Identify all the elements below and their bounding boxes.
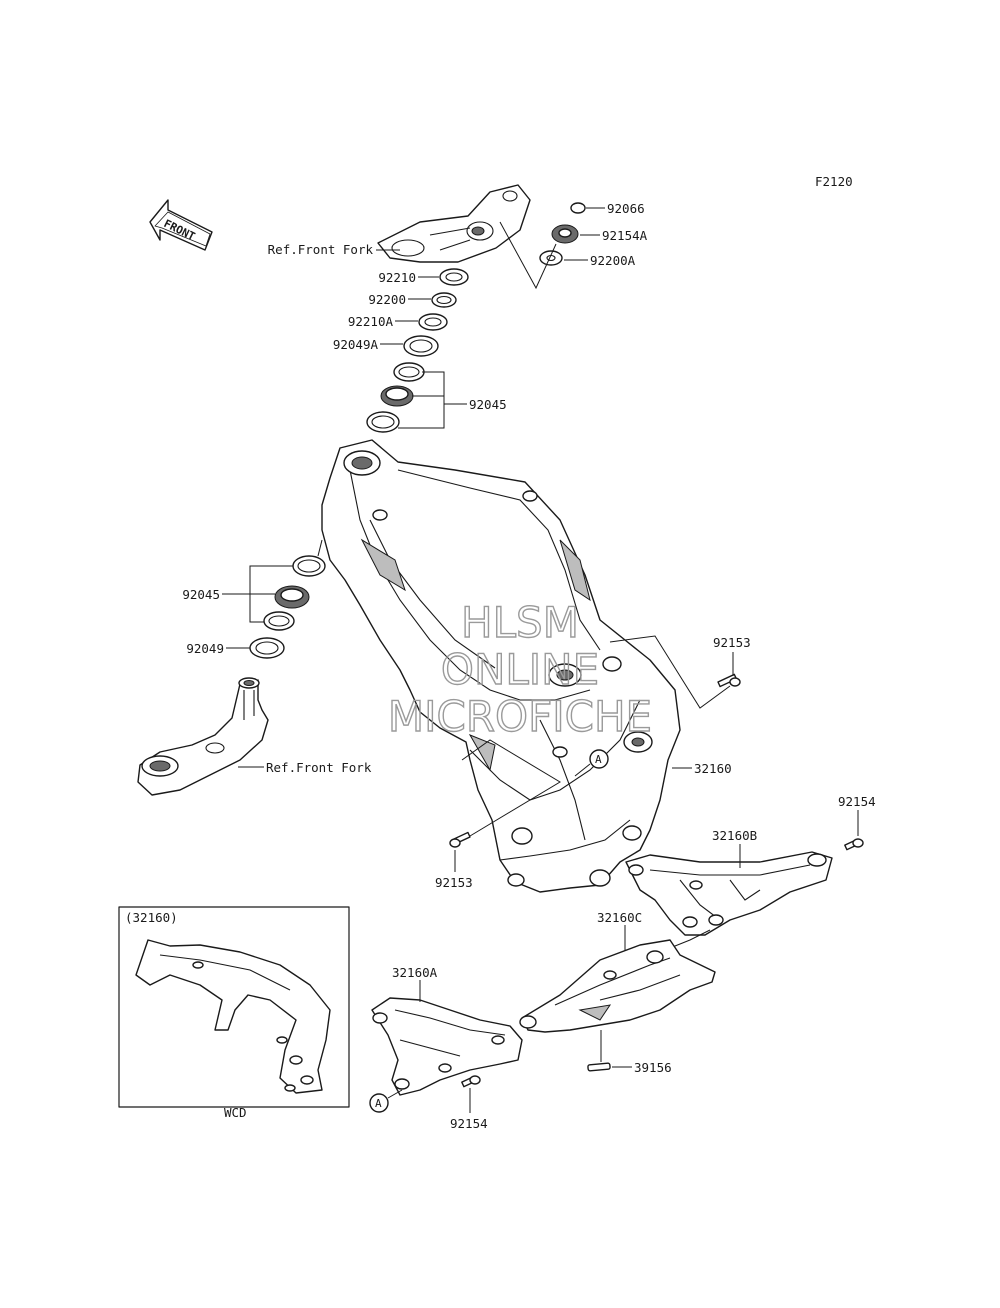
- bracket-32160C: [519, 939, 716, 1033]
- bearing-race-top: [393, 362, 425, 382]
- watermark-line-2: ONLINE: [441, 645, 599, 694]
- bolt-92154-right: [844, 838, 864, 851]
- washer-92200A: [539, 250, 563, 266]
- ref-front-fork-bottom-label: Ref.Front Fork: [266, 760, 372, 775]
- label-92200A: 92200A: [590, 253, 636, 268]
- main-frame: [321, 439, 681, 893]
- bearing-lower: [274, 585, 310, 609]
- label-32160A: 32160A: [392, 965, 438, 980]
- bolt-92154-bottom: [461, 1075, 481, 1088]
- inset-caption: WCD: [224, 1105, 247, 1120]
- label-92154-right: 92154: [838, 794, 876, 809]
- bracket-32160B: [625, 851, 833, 936]
- bearing-top: [380, 385, 414, 407]
- label-32160: 32160: [694, 761, 732, 776]
- bolt-92153-left: [449, 831, 471, 848]
- ring-92210: [439, 268, 469, 286]
- steering-stem-lower-clamp: [137, 677, 269, 796]
- label-39156: 39156: [634, 1060, 672, 1075]
- label-92200: 92200: [368, 292, 406, 307]
- bearing-cup-top: [366, 411, 400, 433]
- nut-92154A: [551, 224, 579, 244]
- bolt-92153-right: [717, 673, 741, 688]
- circle-marker-a-frame: A: [595, 753, 602, 766]
- bracket-32160A: [371, 997, 523, 1096]
- circle-marker-a-bottom: A: [375, 1097, 382, 1110]
- bearing-cup-lower: [263, 611, 295, 631]
- label-92153-right: 92153: [713, 635, 751, 650]
- label-92210: 92210: [378, 270, 416, 285]
- pin-39156: [587, 1062, 611, 1072]
- washer-92200: [431, 292, 457, 308]
- label-32160B: 32160B: [712, 828, 757, 843]
- label-92045-top: 92045: [469, 397, 507, 412]
- label-32160C: 32160C: [597, 910, 642, 925]
- label-92153-left: 92153: [435, 875, 473, 890]
- ring-92210A: [418, 313, 448, 331]
- front-arrow-icon: FRONT: [149, 199, 213, 251]
- ref-front-fork-top-label: Ref.Front Fork: [268, 242, 374, 257]
- label-92210A: 92210A: [348, 314, 394, 329]
- label-92154-bottom: 92154: [450, 1116, 488, 1131]
- bearing-race-lower: [292, 555, 326, 577]
- figure-code: F2120: [815, 174, 853, 189]
- seal-92049: [249, 637, 285, 659]
- watermark-line-1: HLSM: [461, 598, 579, 647]
- upper-triple-clamp: [377, 184, 531, 263]
- label-92049A: 92049A: [333, 337, 379, 352]
- watermark-line-3: MICROFICHE: [388, 692, 652, 741]
- label-92066: 92066: [607, 201, 645, 216]
- seal-92049A: [403, 335, 439, 357]
- label-92049: 92049: [186, 641, 224, 656]
- cap-92066: [570, 202, 586, 214]
- inset-panel: (32160): [118, 906, 350, 1108]
- label-92045-mid: 92045: [182, 587, 220, 602]
- label-92154A: 92154A: [602, 228, 648, 243]
- inset-title: (32160): [125, 910, 178, 925]
